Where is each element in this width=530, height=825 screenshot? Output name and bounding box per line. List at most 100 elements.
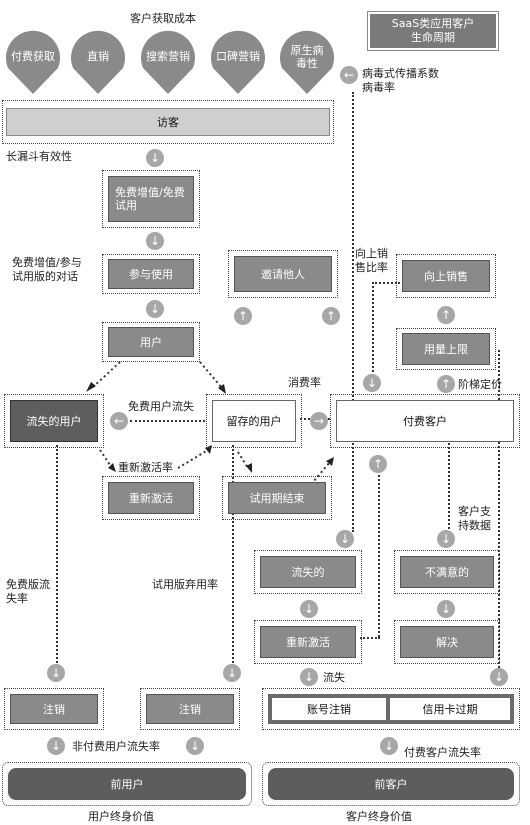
conversation-label-2: 试用版的对话 <box>12 270 78 283</box>
channel-search: 搜索营销 <box>137 30 199 96</box>
arrow-down-icon: ↓ <box>146 300 164 318</box>
connector <box>232 445 234 663</box>
free-churn-rate-label-1: 免费版流 <box>6 578 50 591</box>
arrow-left-icon: ← <box>340 66 358 84</box>
arrow-down-icon: ↓ <box>146 149 164 167</box>
cancel2-box: 注销 <box>146 694 234 724</box>
retained-frame <box>206 394 302 448</box>
channel-direct: 直销 <box>67 30 129 96</box>
card-expire-box: 信用卡过期 <box>390 698 510 720</box>
arrow-down-icon: ↓ <box>363 374 381 392</box>
churned-frame <box>254 550 362 594</box>
customer-ltv-label: 客户终身价值 <box>346 810 412 823</box>
arrow-down-icon: ↓ <box>380 737 398 755</box>
reactivate-frame <box>102 476 200 520</box>
lost-users-frame <box>4 394 104 448</box>
unhappy-frame <box>394 550 500 594</box>
users-box: 用户 <box>108 327 194 357</box>
reactivation-rate-label: 重新激活率 <box>118 461 173 474</box>
upsell-box: 向上销售 <box>402 260 490 292</box>
trial-frame <box>102 170 200 228</box>
arrow-down-icon: ↓ <box>47 737 65 755</box>
nonpay-churn-label: 非付费用户流失率 <box>72 740 160 753</box>
arrow-down-icon: ↓ <box>300 600 318 618</box>
invite-frame <box>228 250 338 298</box>
cancel2-frame <box>140 688 240 730</box>
channel-label: 直销 <box>87 50 109 63</box>
arrow-down-icon: ↓ <box>437 530 455 548</box>
channel-paid: 付费获取 <box>2 30 64 96</box>
arrow-down-icon: ↓ <box>300 668 318 686</box>
viral-rate-label: 病毒率 <box>362 81 395 94</box>
channel-wom: 口碑营销 <box>207 30 269 96</box>
account-cancel-box: 账号注销 <box>272 698 386 720</box>
arrow-down-icon: ↓ <box>336 530 354 548</box>
retained-box: 留存的用户 <box>212 400 296 442</box>
channel-label: 口碑营销 <box>216 50 260 63</box>
former-users-frame <box>2 762 252 806</box>
cancel1-frame <box>4 688 104 730</box>
trial-abandon-label: 试用版弃用率 <box>152 578 218 591</box>
connector <box>130 420 205 422</box>
cancel1-box: 注销 <box>10 694 98 724</box>
arrow-down-icon: ↓ <box>47 664 65 682</box>
arrow-up-icon: ↑ <box>234 307 252 325</box>
arrow-left-icon: ← <box>110 412 128 430</box>
connector <box>372 282 400 284</box>
arrow-up-icon: ↑ <box>322 307 340 325</box>
arrow-right-icon: → <box>310 412 328 430</box>
arrow-down-icon: ↓ <box>490 668 508 686</box>
paying-box: 付费客户 <box>336 400 514 442</box>
upsell-ratio-label-2: 售比率 <box>355 261 388 274</box>
upsell-frame <box>396 254 496 298</box>
connector <box>352 92 354 532</box>
trial-box: 免费增值/免费 试用 <box>108 176 194 222</box>
connector <box>360 637 380 639</box>
title-line-2: 生命周期 <box>411 31 455 44</box>
pay-churn-label: 付费客户流失率 <box>404 746 481 759</box>
channel-label: 付费获取 <box>11 50 55 63</box>
churn-label: 流失 <box>323 671 345 684</box>
acquisition-cost-label: 客户获取成本 <box>130 12 196 25</box>
visitors-frame <box>2 100 334 144</box>
churned-box: 流失的 <box>260 556 356 588</box>
resolve-box: 解决 <box>400 626 494 658</box>
connector <box>448 420 450 545</box>
connector <box>372 282 374 372</box>
arrow-down-icon: ↓ <box>437 600 455 618</box>
visitors-box: 访客 <box>6 108 330 136</box>
user-ltv-label: 用户终身价值 <box>88 810 154 823</box>
title-line-1: SaaS类应用客户 <box>391 17 475 30</box>
arrow-up-icon: ↑ <box>437 375 455 393</box>
lost-users-box: 流失的用户 <box>10 400 98 442</box>
former-customers-frame <box>262 762 520 806</box>
former-users-bar: 前用户 <box>8 768 246 800</box>
resolve-frame <box>394 620 500 664</box>
channel-label: 搜索营销 <box>146 50 190 63</box>
support-data-label-2: 持数据 <box>458 519 491 532</box>
arrow-up-icon: ↑ <box>369 455 387 473</box>
reactivate-box: 重新激活 <box>108 482 194 514</box>
trial-end-frame <box>222 476 332 520</box>
arrow-down-icon: ↓ <box>186 737 204 755</box>
invite-box: 邀请他人 <box>234 256 332 292</box>
engage-frame <box>102 254 200 294</box>
free-churn-rate-label-2: 失率 <box>6 592 28 605</box>
support-data-label-1: 客户支 <box>458 505 491 518</box>
paying-frame <box>330 394 520 448</box>
engage-box: 参与使用 <box>108 259 194 289</box>
connector <box>498 350 500 668</box>
arrow-up-icon: ↑ <box>437 306 455 324</box>
unhappy-box: 不满意的 <box>400 556 494 588</box>
arrow-down-icon: ↓ <box>223 664 241 682</box>
channel-label: 原生病 毒性 <box>290 44 324 70</box>
users-frame <box>102 322 200 362</box>
funnel-label: 长漏斗有效性 <box>6 150 72 163</box>
usage-limit-frame <box>396 328 496 370</box>
cancel-right-frame <box>262 688 520 730</box>
trial-end-box: 试用期结束 <box>228 482 326 514</box>
free-churn-label: 免费用户流失 <box>128 400 194 413</box>
usage-limit-box: 用量上限 <box>402 333 490 365</box>
former-customers-bar: 前客户 <box>268 768 514 800</box>
consumption-label: 消费率 <box>288 376 321 389</box>
